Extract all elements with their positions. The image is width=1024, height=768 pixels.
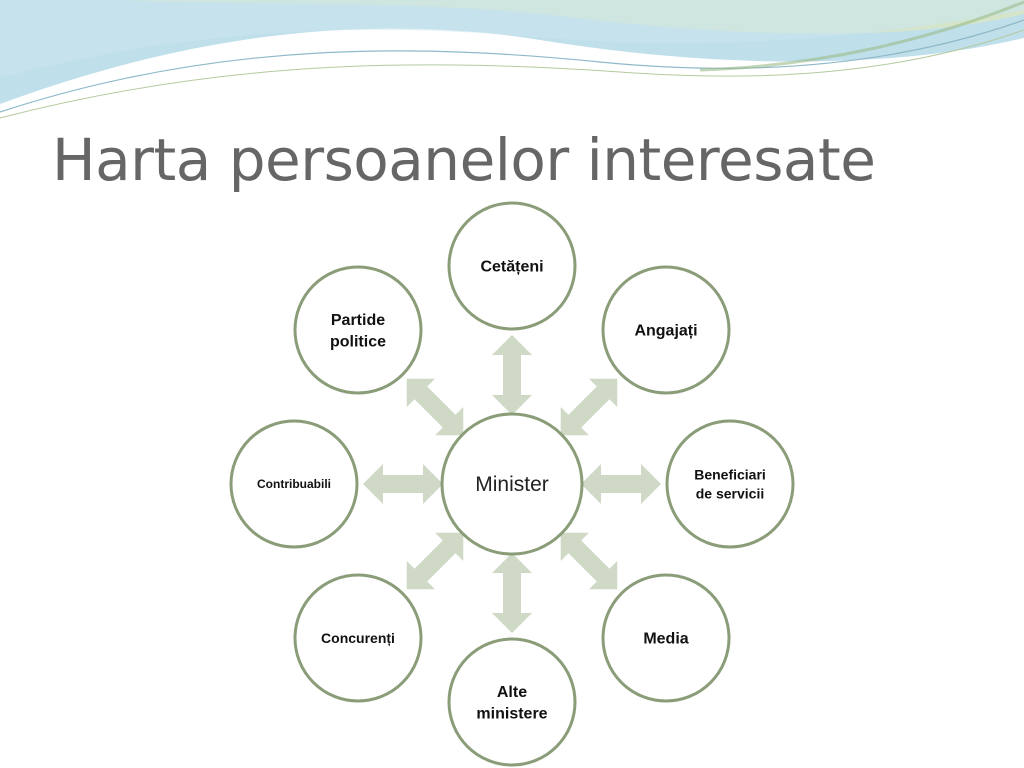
stakeholder-node-partide-politice: Partide politice — [293, 265, 423, 395]
stakeholder-label: Partide — [331, 312, 385, 329]
stakeholder-node-concurenti: Concurenți — [293, 573, 423, 703]
double-arrow-icon — [406, 378, 464, 436]
double-arrow-icon — [363, 464, 443, 504]
stakeholder-node-contribuabili: Contribuabili — [229, 419, 359, 549]
center-node-label: Minister — [475, 473, 549, 496]
stakeholder-label: de servicii — [696, 485, 765, 501]
stakeholder-label: ministere — [476, 705, 547, 722]
stakeholder-label: Alte — [497, 684, 527, 701]
double-arrow-icon — [492, 553, 532, 633]
double-arrow-icon — [560, 378, 618, 436]
stakeholder-node-alte-ministere: Alte ministere — [447, 637, 577, 767]
stakeholder-label: Contribuabili — [257, 477, 331, 491]
stakeholder-label: Media — [643, 631, 688, 648]
stakeholder-node-beneficiari: Beneficiari de servicii — [665, 419, 795, 549]
double-arrow-icon — [560, 532, 618, 590]
center-node: Minister — [440, 412, 584, 556]
double-arrow-icon — [492, 335, 532, 415]
stakeholder-label: Angajați — [634, 323, 697, 340]
double-arrow-icon — [581, 464, 661, 504]
stakeholder-label: Concurenți — [321, 630, 395, 646]
header-wave-decoration — [0, 0, 1024, 119]
slide-title: Harta persoanelor interesate — [52, 126, 876, 194]
stakeholder-label: Beneficiari — [694, 466, 766, 482]
stakeholder-node-cetateni: Cetățeni — [447, 201, 577, 331]
stakeholder-label: Cetățeni — [480, 259, 543, 276]
stakeholder-label: politice — [330, 333, 386, 350]
stakeholder-node-angajati: Angajați — [601, 265, 731, 395]
double-arrow-icon — [406, 532, 464, 590]
stakeholder-node-media: Media — [601, 573, 731, 703]
